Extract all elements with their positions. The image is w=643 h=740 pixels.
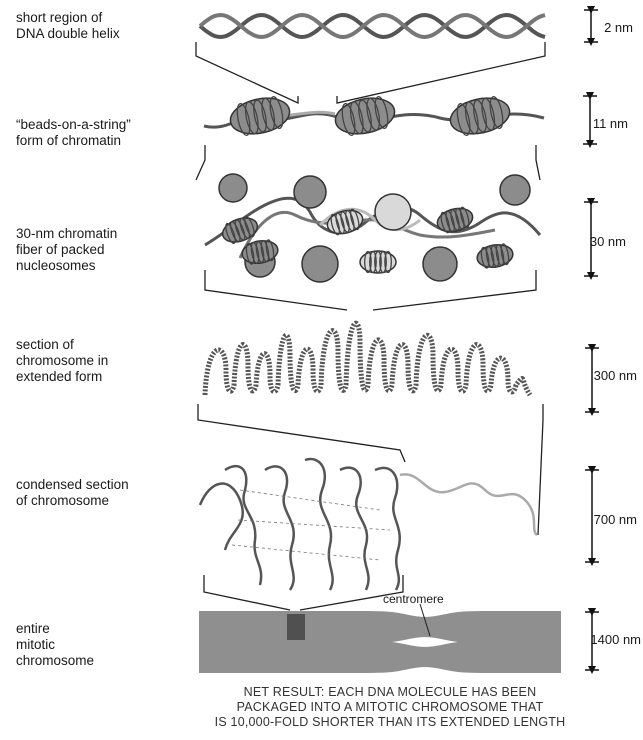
nucleosome bbox=[500, 175, 530, 205]
nucleosome-group bbox=[227, 93, 513, 139]
centromere-block bbox=[287, 614, 305, 640]
bracket-right-1 bbox=[337, 42, 545, 103]
coil bbox=[265, 466, 294, 590]
mitotic-chromosome bbox=[200, 604, 560, 672]
bracket-left-2 bbox=[196, 145, 205, 180]
extended-loops bbox=[205, 323, 530, 395]
bracket-right-2 bbox=[536, 145, 540, 180]
coil bbox=[225, 466, 261, 585]
coil bbox=[340, 468, 369, 590]
bracket-right-3 bbox=[373, 270, 536, 310]
bracket-right-5 bbox=[300, 575, 403, 610]
dna-double-helix bbox=[200, 15, 545, 37]
nucleosome bbox=[302, 246, 338, 282]
nucleosome bbox=[294, 176, 326, 208]
coil bbox=[305, 459, 333, 590]
condensed-section bbox=[200, 459, 537, 590]
coil bbox=[200, 484, 243, 550]
bracket-left-4 bbox=[198, 404, 405, 462]
fiber-nucleosomes bbox=[219, 174, 530, 282]
nucleosome bbox=[423, 247, 457, 281]
bracket-left-5 bbox=[204, 575, 290, 610]
nucleosome bbox=[219, 174, 247, 202]
nucleosome bbox=[332, 93, 398, 139]
nucleosome bbox=[475, 242, 514, 270]
nucleosome bbox=[227, 93, 293, 139]
loose-coil bbox=[400, 474, 537, 535]
nucleosome bbox=[447, 93, 513, 139]
bracket-left-1 bbox=[196, 42, 298, 103]
nucleosome bbox=[375, 194, 411, 230]
scale-bars bbox=[583, 10, 599, 670]
nucleosome bbox=[435, 205, 475, 236]
bracket-right-4 bbox=[538, 404, 543, 535]
nucleosome bbox=[360, 251, 396, 273]
